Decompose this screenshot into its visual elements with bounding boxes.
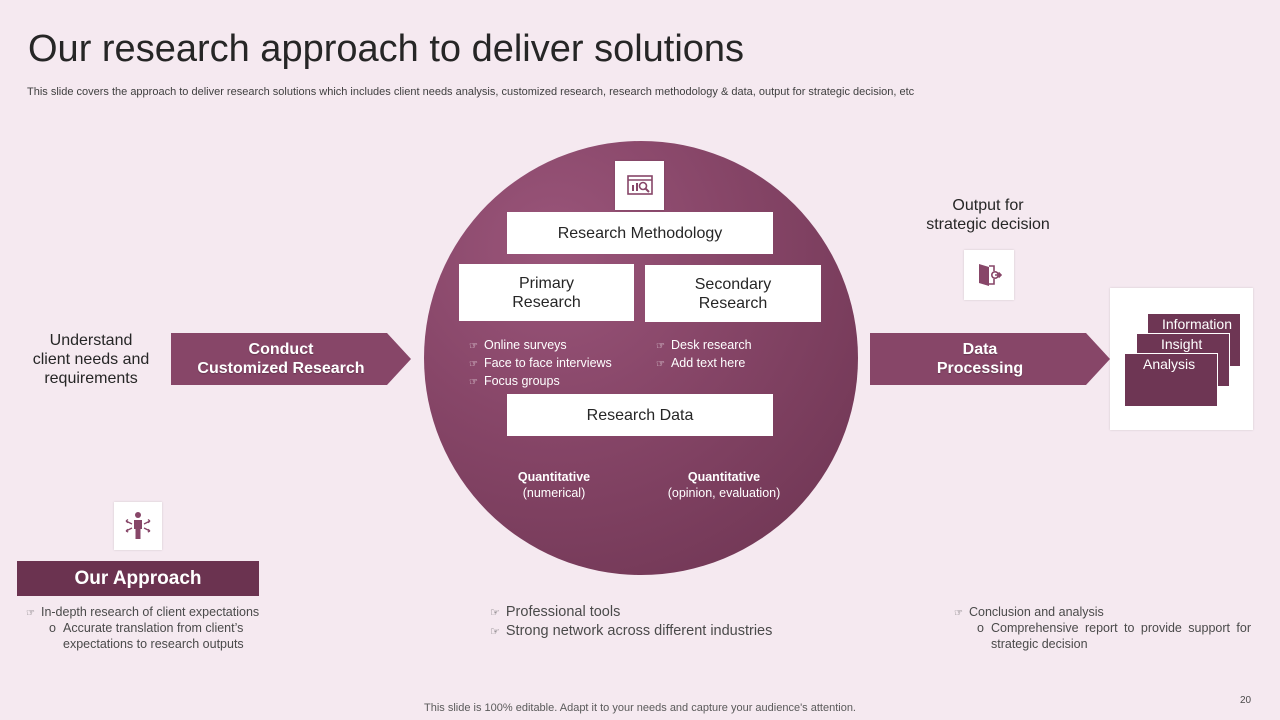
secondary-label: Secondary [694, 275, 772, 293]
list-item: Focus groups [469, 373, 612, 391]
primary-research-box: Primary Research [459, 264, 634, 321]
quant-title: Quantitative [517, 470, 591, 484]
card-label: Information [1161, 316, 1232, 332]
footer-note: This slide is 100% editable. Adapt it to… [424, 702, 856, 714]
methodology-label: Research Methodology [557, 224, 723, 242]
data-processing-arrow: Data Processing [870, 333, 1110, 385]
left-heading-line: requirements [44, 370, 138, 387]
page-title: Our research approach to deliver solutio… [28, 28, 745, 70]
arrow-label: Conduct [248, 341, 314, 358]
primary-label: Primary [518, 274, 575, 292]
person-arrows-icon [114, 502, 162, 550]
left-heading: Understand client needs and requirements [18, 331, 164, 388]
quant-sub: (numerical) [522, 486, 586, 500]
secondary-bullets: Desk research Add text here [656, 337, 752, 373]
page-number: 20 [1240, 695, 1252, 706]
arrow-label: Data [962, 341, 998, 358]
quant-sub: (opinion, evaluation) [667, 486, 781, 500]
card-label: Insight [1161, 336, 1203, 352]
conduct-research-arrow: Conduct Customized Research [171, 333, 411, 385]
arrow-label: Customized Research [197, 360, 365, 377]
left-heading-line: Understand [49, 332, 133, 349]
primary-label: Research [512, 293, 581, 311]
right-heading: Output for strategic decision [906, 196, 1070, 234]
approach-label: Our Approach [74, 567, 202, 589]
arrow-label: Processing [936, 360, 1024, 377]
secondary-research-box: Secondary Research [645, 265, 821, 322]
quantitative-numerical: Quantitative (numerical) [494, 469, 614, 501]
research-data-box: Research Data [507, 394, 773, 436]
list-item: Add text here [656, 355, 752, 373]
right-heading-line: Output for [952, 197, 1024, 214]
right-heading-line: strategic decision [926, 216, 1050, 233]
list-item: Face to face interviews [469, 355, 612, 373]
list-item: Professional tools [490, 603, 772, 622]
list-item: Online surveys [469, 337, 612, 355]
center-bullets: Professional tools Strong network across… [490, 603, 773, 641]
page-subtitle: This slide covers the approach to delive… [27, 86, 915, 98]
approach-subbullet: Accurate translation from client’s expec… [43, 620, 273, 652]
research-chart-icon [615, 161, 664, 210]
secondary-label: Research [698, 294, 768, 312]
research-data-label: Research Data [586, 406, 694, 424]
left-heading-line: client needs and [32, 351, 150, 368]
list-item: Conclusion and analysis [954, 604, 1254, 622]
list-item: Accurate translation from client’s expec… [63, 621, 244, 651]
analysis-card: Analysis [1124, 353, 1218, 407]
output-subbullet: Comprehensive report to provide support … [971, 620, 1251, 652]
list-item: In-depth research of client expectations [26, 604, 286, 622]
quant-title: Quantitative [687, 470, 761, 484]
list-item: Desk research [656, 337, 752, 355]
list-item: Strong network across different industri… [490, 622, 773, 641]
output-bullets: Conclusion and analysis [954, 604, 1254, 622]
card-label: Analysis [1143, 356, 1196, 372]
research-methodology-box: Research Methodology [507, 212, 773, 254]
list-item: Comprehensive report to provide support … [991, 621, 1251, 651]
approach-bullets: In-depth research of client expectations [26, 604, 286, 622]
our-approach-banner: Our Approach [17, 561, 259, 596]
primary-bullets: Online surveys Face to face interviews F… [469, 337, 612, 391]
quantitative-opinion: Quantitative (opinion, evaluation) [654, 469, 794, 501]
exit-door-icon [964, 250, 1014, 300]
